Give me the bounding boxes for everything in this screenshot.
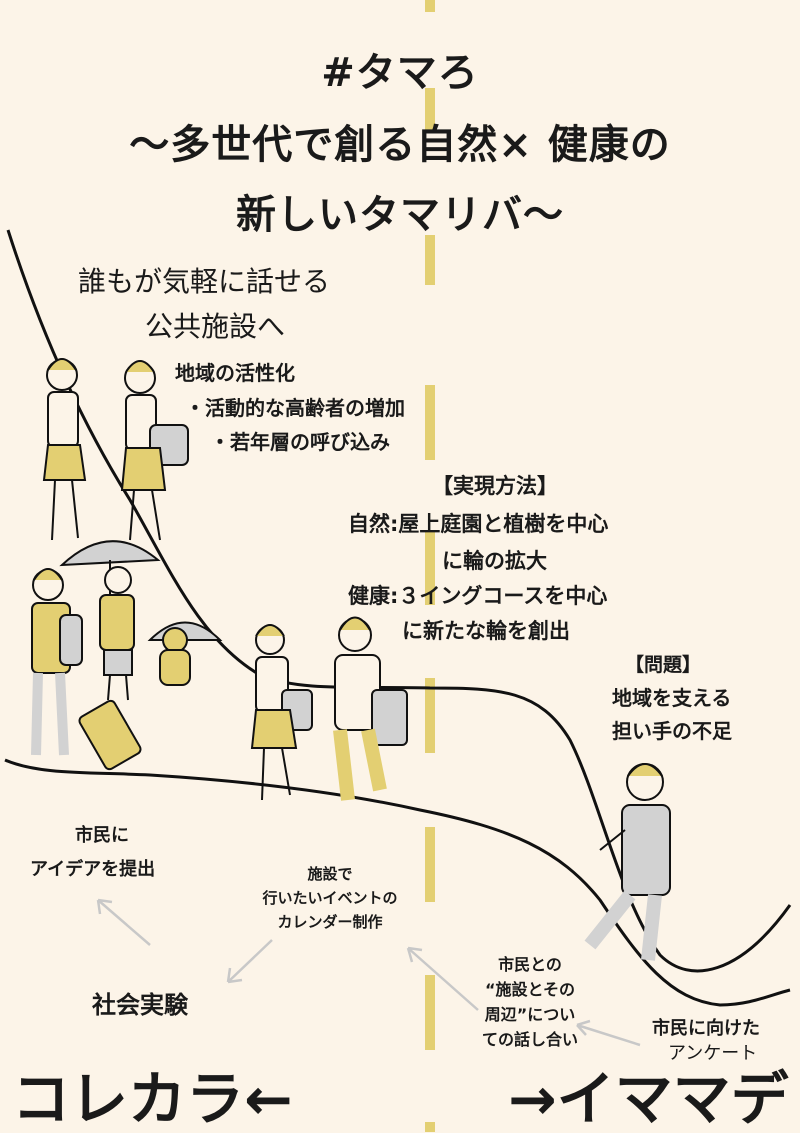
arrow-survey-to-discussion: [576, 1019, 641, 1047]
method-line: 健康:３イングコースを中心: [348, 584, 608, 608]
child-with-umbrella: [59, 540, 161, 701]
calendar-line: 施設で: [307, 865, 353, 883]
calendar-line: カレンダー制作: [277, 913, 383, 931]
person-man-with-books: [333, 616, 408, 801]
person-girl-1: [42, 358, 87, 541]
upper-hill-line: [6, 229, 792, 973]
title-line-1: #タマろ: [321, 50, 479, 96]
vision-line-2: 公共施設へ: [145, 310, 286, 343]
person-woman-center: [250, 624, 313, 801]
calendar-line: 行いたいイベントの: [262, 889, 398, 907]
lower-hill-line: [4, 758, 791, 1007]
title-line-2: 〜多世代で創る自然× 健康の: [129, 122, 671, 168]
title-line-3: 新しいタマリバ〜: [236, 192, 564, 238]
arrow-experiment-to-idea: [96, 898, 151, 946]
calendar-step: 施設で 行いたいイベントの カレンダー制作: [230, 862, 430, 934]
future-label: コレカラ←: [12, 1065, 293, 1133]
arrows: [96, 898, 641, 1047]
person-girl-2: [120, 360, 189, 541]
idea-line: 市民に: [75, 825, 129, 846]
survey-line: アンケート: [668, 1043, 758, 1064]
problem-line: 地域を支える: [612, 686, 732, 710]
discussion-line: 市民との: [498, 955, 562, 974]
idea-line: アイデアを提出: [30, 859, 156, 880]
vision-line-1: 誰もが気軽に話せる: [78, 265, 331, 298]
arrow-discussion-to-calendar: [406, 946, 479, 1011]
revitalization-item: ・活動的な高齢者の増加: [185, 396, 405, 420]
discussion-step: 市民との “施設とその 周辺”につい ての話し合い: [450, 952, 610, 1052]
method-line: に輪の拡大: [442, 549, 547, 573]
method-line: 自然:屋上庭園と植樹を中心: [348, 512, 609, 536]
discussion-line: ての話し合い: [481, 1030, 578, 1049]
experiment-label: 社会実験: [92, 991, 188, 1019]
discussion-line: 周辺”につい: [484, 1005, 576, 1024]
problem-line: 担い手の不足: [612, 719, 732, 743]
arrow-calendar-to-experiment: [226, 939, 273, 984]
past-label: →イママデ: [508, 1065, 789, 1133]
survey-line: 市民に向けた: [652, 1018, 760, 1039]
problem-heading: 【問題】: [625, 654, 702, 676]
revitalization-heading: 地域の活性化: [175, 361, 295, 385]
people-illustrations: [31, 358, 671, 961]
person-with-suitcase: [31, 568, 142, 771]
revitalization-item: ・若年層の呼び込み: [210, 430, 390, 454]
center-dashed-divider: [425, 0, 435, 1132]
method-heading: 【実現方法】: [432, 474, 558, 498]
small-child-with-umbrella: [147, 621, 223, 686]
discussion-line: “施設とその: [484, 980, 576, 999]
method-line: に新たな輪を創出: [402, 619, 570, 643]
person-elderly-walking: [584, 763, 671, 961]
